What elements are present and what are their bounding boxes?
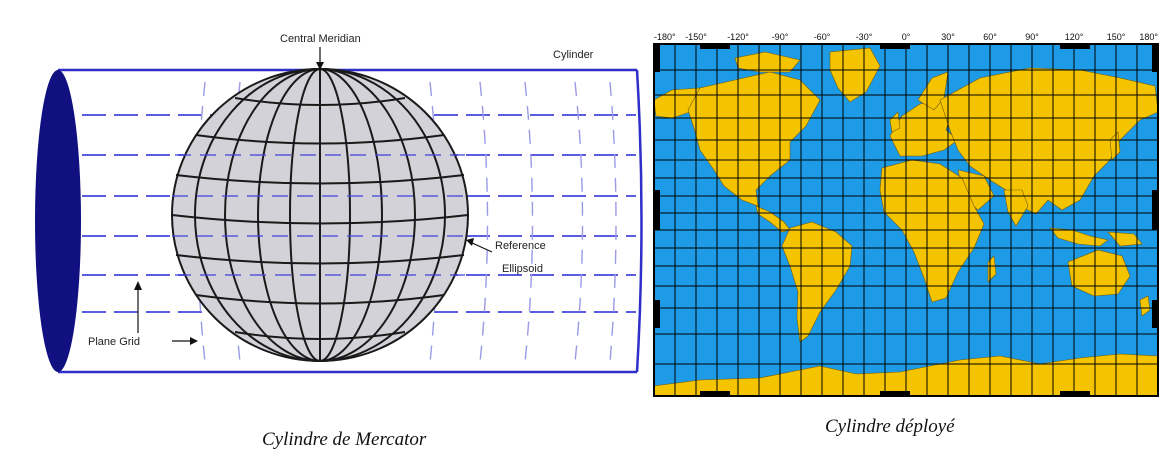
globe-parallels <box>171 97 469 340</box>
landmass-australia <box>1067 249 1131 297</box>
landmass-europe <box>889 99 959 157</box>
arrowhead-plane-grid-right <box>190 337 198 345</box>
landmass-british-isles <box>889 111 901 133</box>
cylinder-right-end <box>635 69 643 373</box>
landmass-indonesia <box>1049 227 1109 247</box>
landmass-north-america <box>687 71 821 207</box>
cylinder-left-end <box>35 70 81 372</box>
arrow-reference-ellipsoid <box>469 241 493 253</box>
longitude-tick-label: 180° <box>1139 32 1158 42</box>
caption-unrolled-cylinder: Cylindre déployé <box>825 416 956 437</box>
landmass-japan <box>1109 131 1121 161</box>
longitude-tick-labels: -180° -150° -120° -90° -60° -30° 0° 30° 60° 90° 12… <box>654 32 1158 42</box>
unrolled-cylinder-map: Cylindre déployé -180° -150° -120° -90° -60°… <box>653 32 1159 437</box>
plane-grid-meridians <box>196 81 617 363</box>
longitude-tick-label: 120° <box>1065 32 1084 42</box>
label-reference-ellipsoid-1: Reference <box>495 240 546 252</box>
label-reference-ellipsoid-2: Ellipsoid <box>502 263 543 275</box>
longitude-tick-label: 150° <box>1107 32 1126 42</box>
arrowhead-plane-grid-up <box>134 281 142 290</box>
longitude-tick-label: 0° <box>902 32 911 42</box>
arrowhead-reference-ellipsoid <box>466 238 474 246</box>
landmass-south-america <box>781 221 853 343</box>
map-graticule <box>654 44 1158 396</box>
longitude-tick-label: 60° <box>983 32 997 42</box>
reference-ellipsoid-globe <box>171 68 469 362</box>
longitude-tick-label: -90° <box>772 32 789 42</box>
landmass-new-zealand <box>1139 295 1151 317</box>
longitude-tick-label: -150° <box>685 32 707 42</box>
map-neatline-blocks <box>654 44 1158 396</box>
landmass-india <box>1003 189 1029 227</box>
longitude-tick-label: -30° <box>856 32 873 42</box>
caption-mercator-cylinder: Cylindre de Mercator <box>262 429 427 450</box>
label-central-meridian: Central Meridian <box>280 33 361 45</box>
longitude-tick-label: 90° <box>1025 32 1039 42</box>
longitude-tick-label: 30° <box>941 32 955 42</box>
mercator-cylinder-figure: Central Meridian Cylinder Reference Elli… <box>35 33 643 450</box>
longitude-tick-label: -120° <box>727 32 749 42</box>
label-plane-grid: Plane Grid <box>88 336 140 348</box>
longitude-tick-label: -60° <box>814 32 831 42</box>
label-cylinder: Cylinder <box>553 49 594 61</box>
longitude-tick-label: -180° <box>654 32 676 42</box>
arrowhead-central-meridian <box>316 62 324 70</box>
